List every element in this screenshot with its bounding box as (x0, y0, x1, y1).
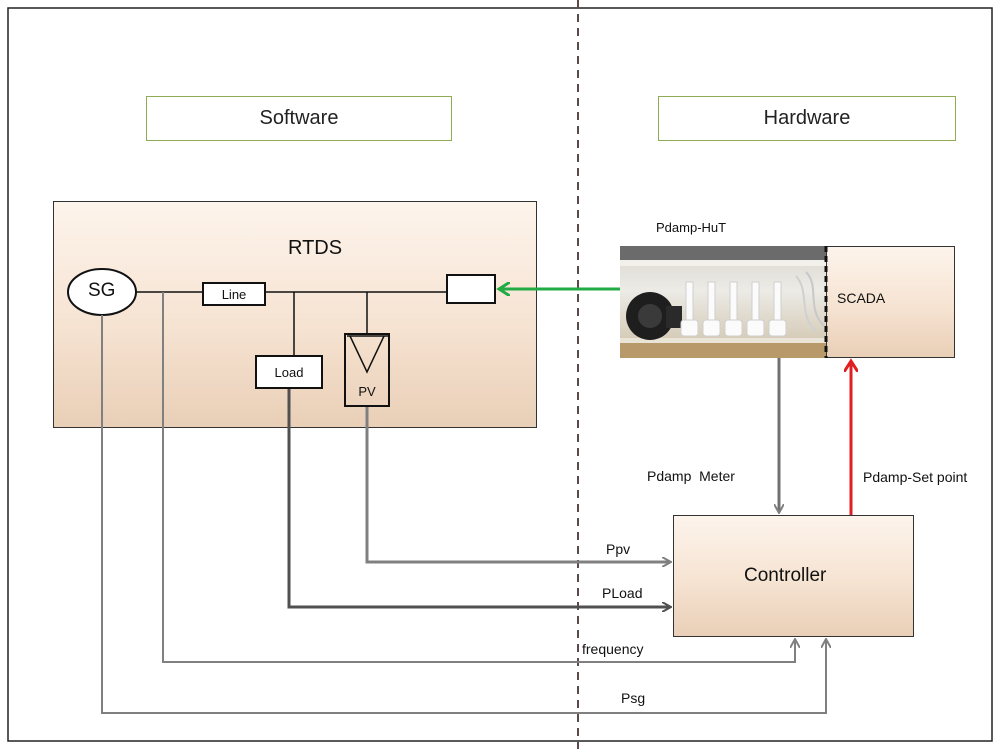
meter-signal-label: Pdamp Meter (647, 468, 735, 484)
controller-label: Controller (744, 565, 827, 586)
frequency-signal-label: frequency (582, 641, 644, 657)
outer-border (7, 7, 993, 742)
software-section-label: Software (146, 96, 452, 141)
line-label: Line (221, 286, 247, 302)
pdamp-hut-caption: Pdamp-HuT (656, 220, 727, 235)
sg-label: SG (88, 280, 116, 301)
pv-component: PV (344, 333, 390, 407)
psg-signal-label: Psg (621, 690, 646, 706)
pdamp-hut-photo (620, 246, 826, 358)
interface-block (446, 274, 496, 304)
line-component: Line (202, 282, 266, 306)
pload-signal-arrow (287, 389, 670, 607)
load-label: Load (274, 364, 304, 380)
pload-signal-label: PLoad (602, 585, 643, 601)
scada-block (826, 246, 955, 358)
pv-label: PV (358, 384, 376, 399)
hardware-section-label: Hardware (658, 96, 956, 141)
ppv-signal-label: Ppv (606, 541, 631, 557)
scada-label: SCADA (837, 290, 886, 306)
frequency-signal-arrow (162, 292, 795, 663)
rtds-title: RTDS (288, 237, 343, 259)
psg-signal-arrow (101, 315, 826, 714)
load-component: Load (255, 355, 323, 389)
rtds-block (53, 201, 537, 428)
setpoint-signal-label: Pdamp-Set point (863, 469, 968, 485)
pdamp-hut-illustration (620, 246, 826, 358)
software-label-text: Software (259, 107, 339, 129)
controller-block (673, 515, 914, 637)
ppv-signal-arrow (365, 407, 670, 562)
hardware-label-text: Hardware (763, 107, 851, 129)
